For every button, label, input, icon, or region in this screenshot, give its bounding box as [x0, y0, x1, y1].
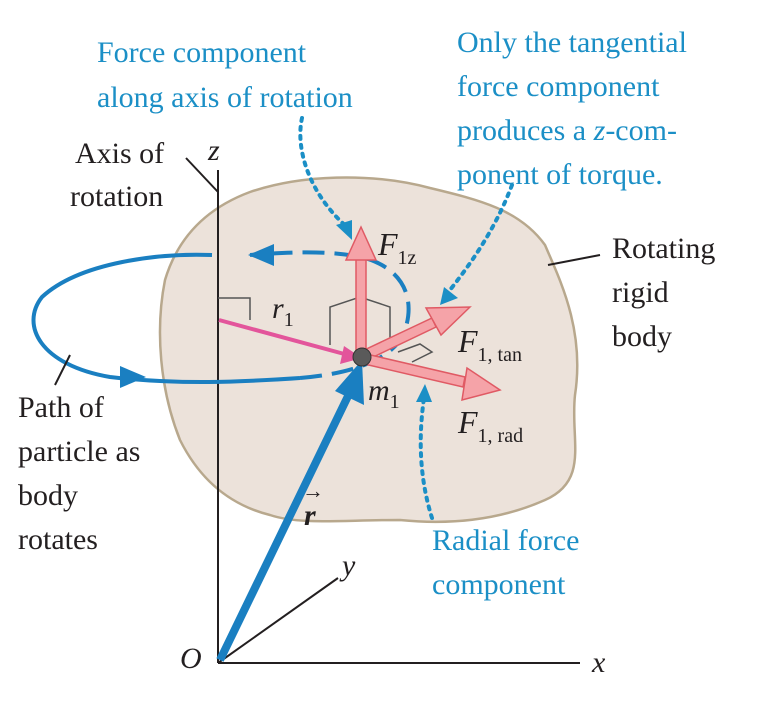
annotation-path-2: particle as [18, 435, 140, 468]
leader-rotating-body [547, 254, 601, 266]
force-f1z-shaft [355, 254, 367, 356]
label-f1z-sub: 1z [398, 247, 417, 269]
label-m1-sub: 1 [390, 391, 400, 413]
tangential-z: z [593, 114, 606, 147]
label-f1tan: F1, tan [457, 323, 522, 366]
force-f1tan-arrowhead [424, 306, 472, 337]
x-axis-label: x [591, 646, 606, 679]
position-vector-r-arrowhead [335, 360, 364, 405]
label-f1rad-sub: 1, rad [478, 425, 524, 447]
label-r1: r1 [272, 292, 294, 331]
annotation-tangential-4: ponent of torque. [457, 158, 663, 191]
annotation-rotating-body-3: body [612, 320, 672, 353]
label-r1-main: r [272, 292, 284, 325]
label-r1-sub: 1 [284, 309, 294, 331]
callout-tangential-head [440, 287, 458, 305]
label-r-vector: r [304, 499, 316, 532]
label-f1rad: F1, rad [457, 404, 523, 447]
label-f1tan-main: F [457, 323, 478, 359]
radius-r1-line [218, 318, 349, 357]
label-m1: m1 [368, 374, 400, 413]
label-f1rad-main: F [457, 404, 478, 440]
annotation-radial-2: component [432, 568, 566, 601]
particle-path-arrowhead [120, 366, 146, 388]
position-vector-r [216, 390, 354, 662]
annotation-tangential-1: Only the tangential [457, 26, 687, 59]
label-r-vector-arrow: → [302, 478, 324, 503]
label-f1tan-sub: 1, tan [478, 344, 522, 366]
y-axis-label: y [339, 549, 356, 582]
right-angle-particle [397, 343, 434, 363]
label-m1-main: m [368, 374, 390, 407]
particle-path-solid [31, 252, 301, 385]
annotation-radial-1: Radial force [432, 524, 579, 557]
annotation-axis-of-rotation-1: Axis of [75, 137, 164, 170]
callout-axis-force [298, 116, 350, 230]
leader-path-of-particle [54, 354, 71, 386]
annotation-tangential-2: force component [457, 70, 660, 103]
annotation-axis-of-rotation-2: rotation [70, 180, 163, 213]
annotation-path-4: rotates [18, 523, 98, 556]
label-f1z-main: F [377, 226, 398, 262]
annotation-force-along-axis-1: Force component [97, 36, 307, 69]
z-axis-label: z [207, 134, 220, 167]
leader-axis-of-rotation [185, 157, 219, 193]
annotation-rotating-body-2: rigid [612, 276, 669, 309]
right-angle-axis [218, 297, 251, 320]
tangential-pre: produces a [457, 114, 594, 147]
y-axis-line [217, 577, 339, 664]
callout-tangential [444, 183, 514, 297]
tangential-post: -com- [605, 114, 677, 147]
callout-axis-force-head [336, 220, 352, 240]
force-f1rad-arrowhead [461, 366, 502, 402]
annotation-force-along-axis-2: along axis of rotation [97, 81, 353, 114]
annotation-rotating-body-1: Rotating [612, 232, 715, 265]
annotation-tangential-3: produces a z-com- [457, 114, 677, 147]
label-f1z: F1z [377, 226, 417, 269]
particle-path-dashed-arrowhead [248, 244, 274, 266]
annotation-path-3: body [18, 479, 78, 512]
origin-label: O [180, 642, 202, 675]
particle-m1 [352, 347, 372, 367]
annotation-path-1: Path of [18, 391, 104, 424]
force-f1z-arrowhead [344, 225, 378, 261]
callout-radial [418, 396, 434, 520]
callout-radial-head [416, 384, 432, 402]
